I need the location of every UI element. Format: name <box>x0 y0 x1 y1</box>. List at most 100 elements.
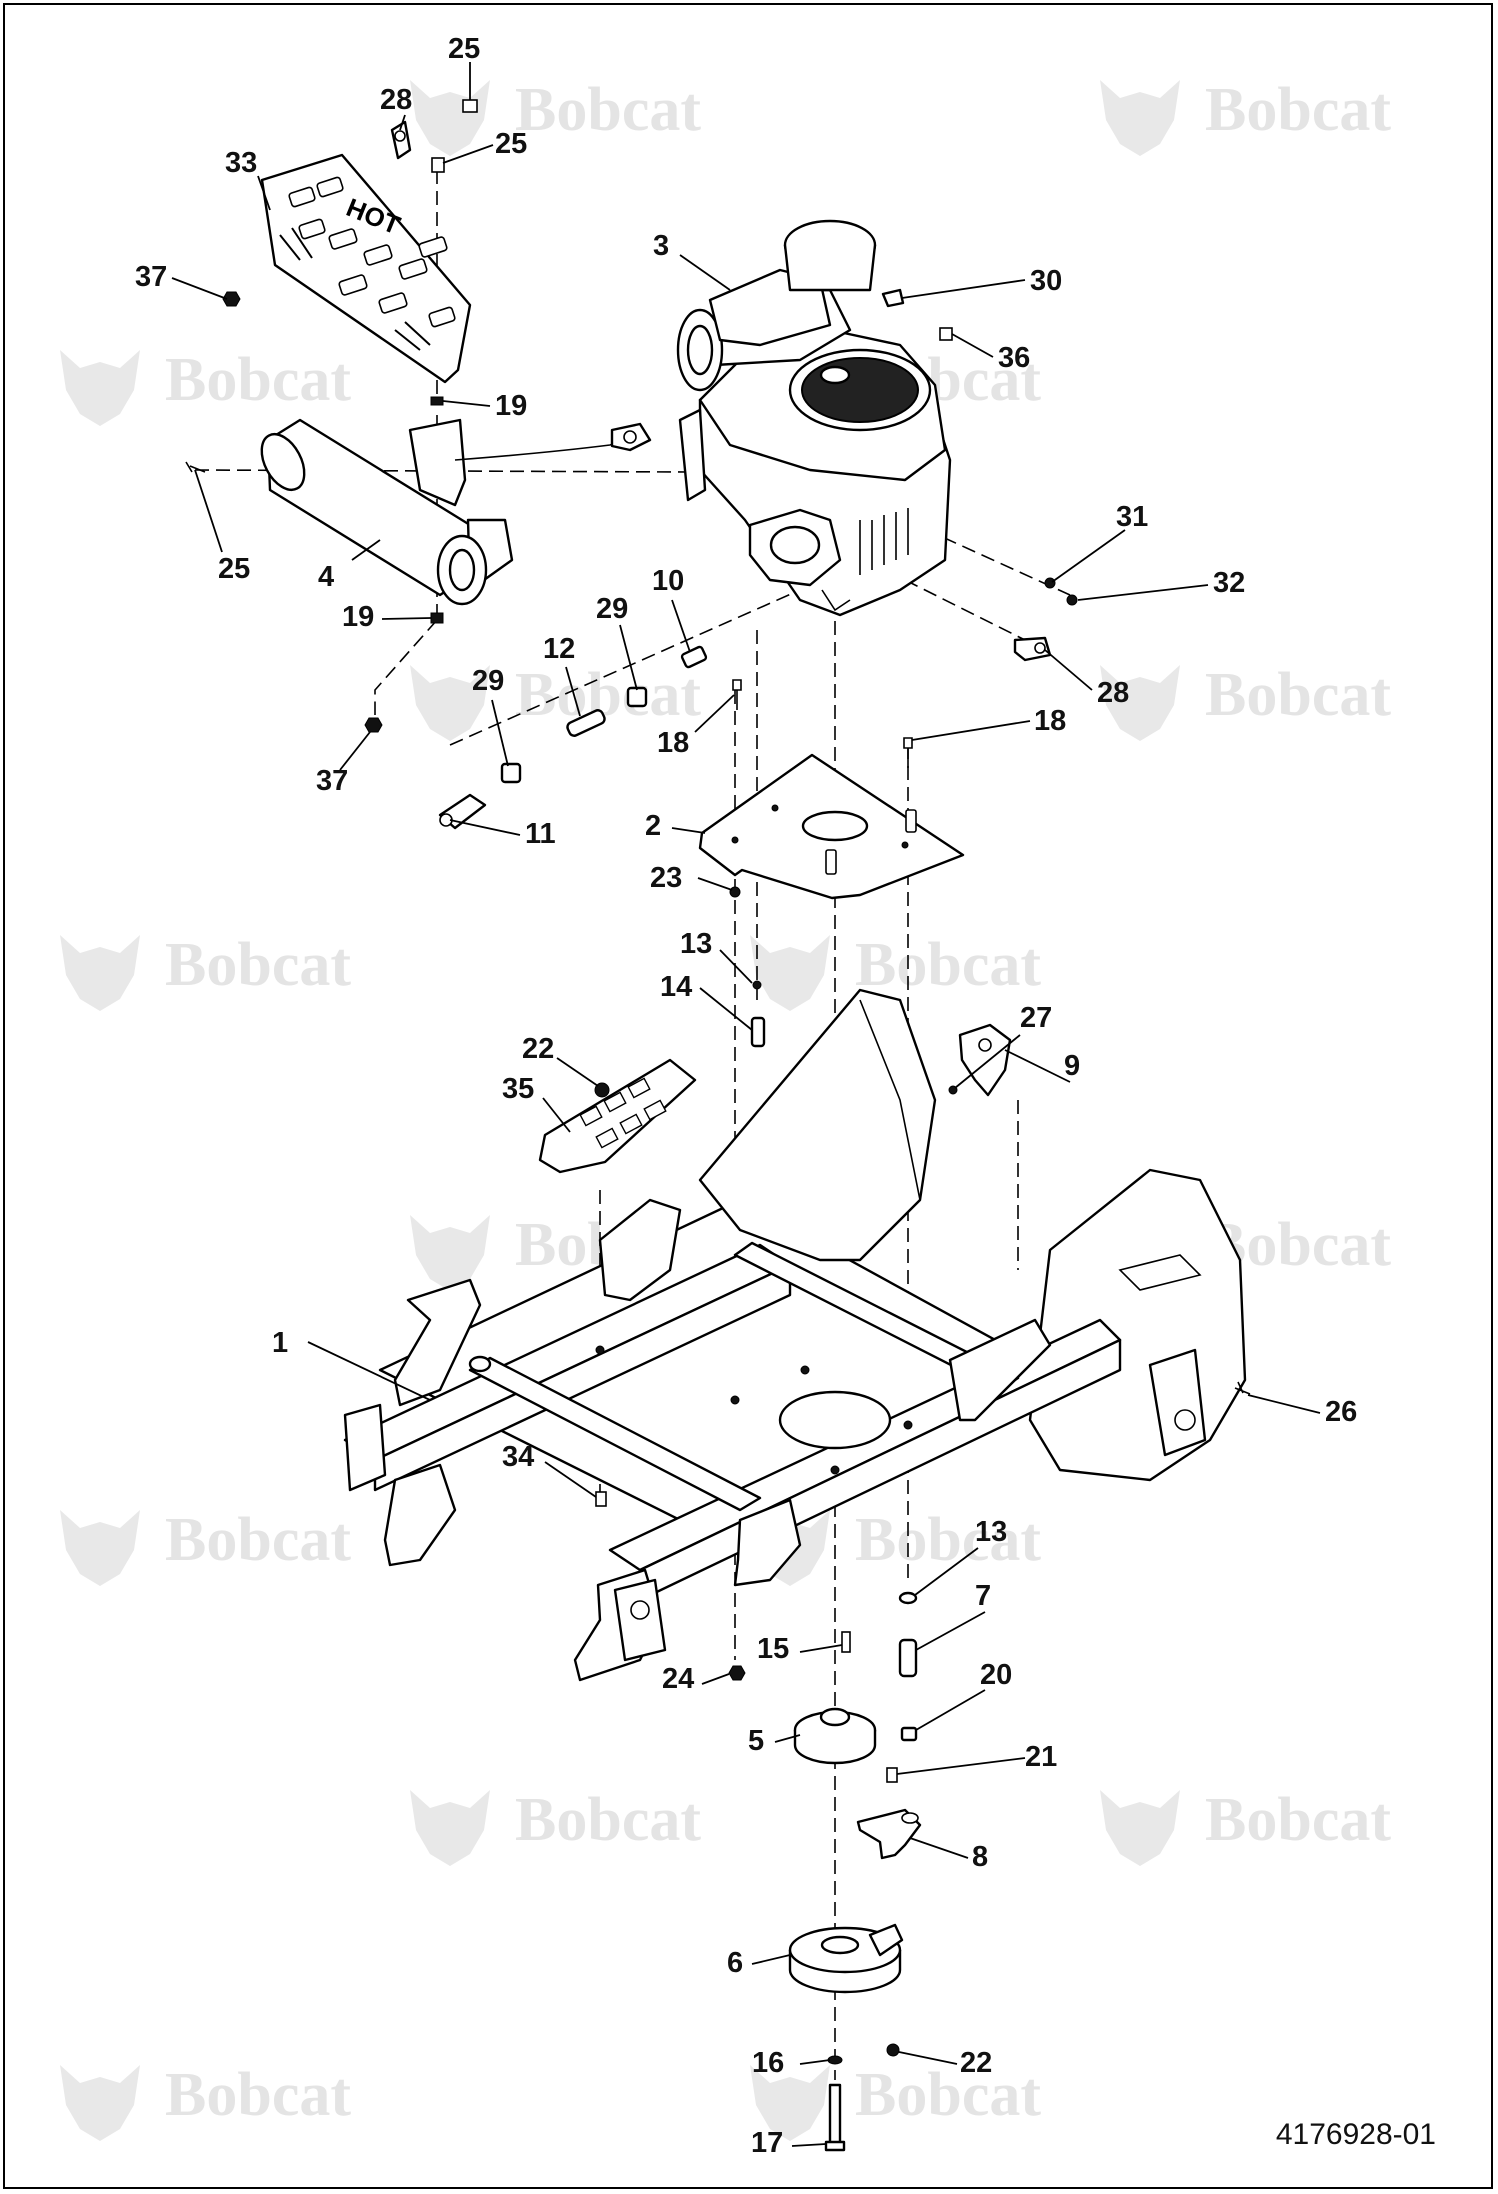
bobcat-watermark-text: Bobcat <box>1205 661 1391 729</box>
bolt-part-21 <box>886 1767 898 1783</box>
callout-21: 21 <box>1025 1741 1057 1773</box>
pto-clutch-part-6 <box>788 1923 904 1994</box>
callout-17: 17 <box>751 2127 783 2159</box>
bobcat-watermark: Bobcat <box>410 76 701 156</box>
fitting-part-10 <box>680 645 708 669</box>
washer-part-13-upper <box>752 980 762 990</box>
bobcat-logo-icon <box>410 1215 490 1291</box>
hose-part-12 <box>566 709 606 737</box>
callout-13: 13 <box>680 928 712 960</box>
nut-part-24 <box>728 1665 746 1681</box>
leader-line <box>351 539 381 561</box>
leader-line <box>1077 584 1209 601</box>
bobcat-watermark-text: Bobcat <box>855 1506 1041 1574</box>
muffler-part-4 <box>260 418 652 606</box>
bobcat-logo-icon <box>1100 80 1180 156</box>
callout-22: 22 <box>522 1033 554 1065</box>
bobcat-logo-icon <box>60 1510 140 1586</box>
bobcat-logo-icon <box>410 1790 490 1866</box>
callout-19: 19 <box>495 390 527 422</box>
engine-plate-part-2 <box>698 753 965 900</box>
leader-line <box>565 666 581 717</box>
washer-part-31 <box>1044 577 1056 589</box>
leader-line <box>1044 649 1093 691</box>
callout-7: 7 <box>975 1580 991 1612</box>
leader-line <box>194 469 223 553</box>
leader-line <box>954 1034 1021 1089</box>
bolt-part-25-muffler <box>185 461 206 473</box>
callout-13: 13 <box>975 1516 1007 1548</box>
washer-part-13-lower <box>898 1591 918 1605</box>
leader-line <box>911 720 1031 741</box>
leader-line <box>751 1954 791 1965</box>
bobcat-logo-icon <box>410 80 490 156</box>
leader-line <box>679 254 731 291</box>
leader-line <box>701 1673 730 1685</box>
callout-33: 33 <box>225 147 257 179</box>
callout-36: 36 <box>998 342 1030 374</box>
bobcat-watermark: Bobcat <box>60 2061 351 2141</box>
bobcat-watermark: Bobcat <box>1100 1786 1391 1866</box>
bobcat-watermark-text: Bobcat <box>165 2061 351 2129</box>
leader-line <box>307 1341 431 1401</box>
callout-25: 25 <box>218 553 250 585</box>
clip-part-30 <box>881 288 905 308</box>
callout-9: 9 <box>1064 1050 1080 1082</box>
bobcat-watermark-text: Bobcat <box>515 1786 701 1854</box>
bolt-part-36 <box>939 327 953 341</box>
callout-30: 30 <box>1030 265 1062 297</box>
screw-part-26 <box>1234 1381 1251 1395</box>
callout-3: 3 <box>653 230 669 262</box>
bobcat-logo-icon <box>410 665 490 741</box>
nut-part-20 <box>900 1726 918 1742</box>
leader-line <box>791 2143 827 2147</box>
nut-part-22-lower <box>886 2043 900 2057</box>
leader-line <box>898 2051 958 2065</box>
callout-6: 6 <box>727 1947 743 1979</box>
bobcat-watermark: Bobcat <box>60 931 351 1011</box>
leader-line <box>1004 1049 1071 1083</box>
washer-part-16 <box>827 2055 843 2065</box>
leader-line <box>951 333 994 358</box>
leader-line <box>699 987 753 1031</box>
spacer-part-14 <box>750 1016 766 1048</box>
callout-16: 16 <box>752 2047 784 2079</box>
nut-part-37-top <box>222 291 241 307</box>
callout-2: 2 <box>645 810 661 842</box>
leader-line <box>556 1057 599 1087</box>
callout-28: 28 <box>1097 677 1129 709</box>
switch-part-9 <box>958 1023 1012 1097</box>
bobcat-logo-icon <box>750 935 830 1011</box>
bobcat-watermark-text: Bobcat <box>515 661 701 729</box>
bolt-part-17 <box>824 2083 846 2152</box>
bobcat-watermark: Bobcat <box>410 661 701 741</box>
leader-line <box>799 1644 843 1653</box>
nut-part-23 <box>729 886 741 898</box>
leader-line <box>544 1461 597 1498</box>
callout-25: 25 <box>495 128 527 160</box>
bracket-part-35 <box>538 1058 697 1174</box>
leader-line <box>901 279 1026 299</box>
callout-29: 29 <box>596 593 628 625</box>
leader-line <box>381 617 432 620</box>
bobcat-logo-icon <box>60 350 140 426</box>
leader-line <box>449 819 521 836</box>
bobcat-watermark-text: Bobcat <box>1205 1786 1391 1854</box>
bobcat-logo-icon <box>1100 1790 1180 1866</box>
callout-24: 24 <box>662 1663 694 1695</box>
pulley-part-5 <box>793 1707 877 1765</box>
bobcat-watermark: Bobcat <box>410 1786 701 1866</box>
bobcat-watermark-text: Bobcat <box>165 931 351 999</box>
brake-bracket-part-8 <box>856 1808 922 1860</box>
leader-line <box>671 599 691 653</box>
clamp-part-28-right <box>1013 636 1052 662</box>
bolt-part-34 <box>595 1491 607 1507</box>
callout-15: 15 <box>757 1633 789 1665</box>
callout-10: 10 <box>652 565 684 597</box>
callout-12: 12 <box>543 633 575 665</box>
callout-14: 14 <box>660 971 692 1003</box>
bobcat-watermark: Bobcat <box>1100 76 1391 156</box>
leader-line <box>491 699 509 767</box>
document-number: 4176928-01 <box>1275 2118 1436 2151</box>
leader-line <box>442 400 491 407</box>
